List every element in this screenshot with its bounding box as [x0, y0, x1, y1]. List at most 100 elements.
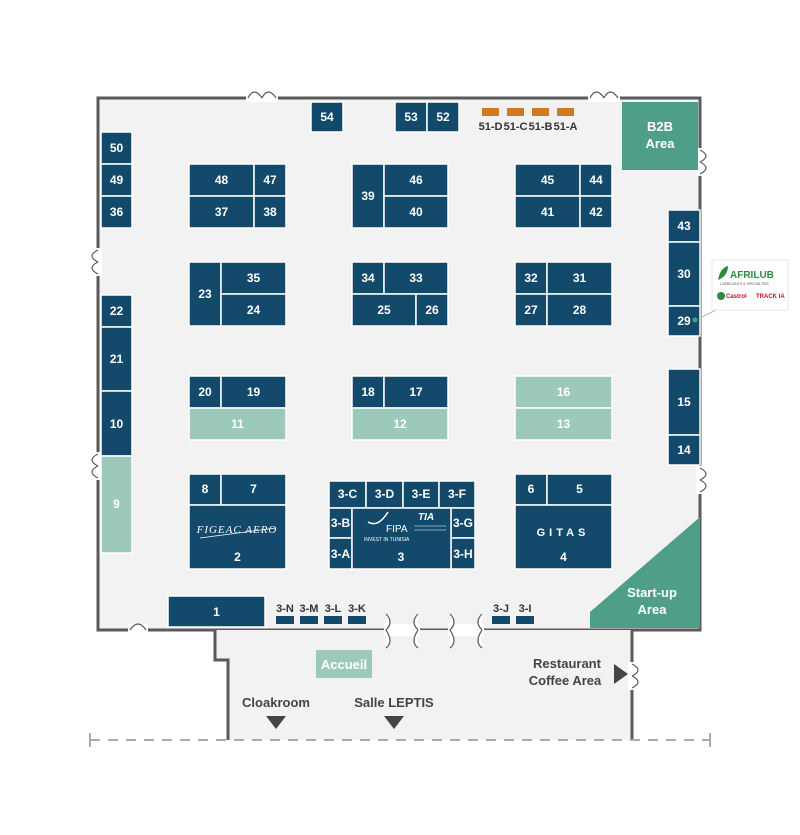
booth-25[interactable] [351, 293, 417, 327]
door-left-upper [91, 248, 102, 276]
booth-51-C[interactable] [507, 108, 524, 116]
booth-14[interactable] [667, 434, 701, 466]
booth-38[interactable] [253, 195, 287, 229]
label-15: 15 [677, 395, 691, 409]
label-23: 23 [198, 287, 212, 301]
booth-3-C[interactable] [328, 480, 367, 509]
booth-3-K[interactable] [348, 616, 366, 624]
booth-3-M[interactable] [300, 616, 318, 624]
door-top-left [246, 91, 278, 102]
cloakroom-arrow-icon [266, 716, 286, 729]
booth-3-J[interactable] [492, 616, 510, 624]
booth-3-N[interactable] [276, 616, 294, 624]
booth-22[interactable] [100, 294, 133, 328]
booth-21[interactable] [100, 326, 133, 392]
booth-47[interactable] [253, 163, 287, 197]
label-27: 27 [524, 303, 538, 317]
label-51-C: 51-C [504, 121, 528, 133]
booth-51-B[interactable] [532, 108, 549, 116]
booth-24[interactable] [220, 293, 287, 327]
booth-43[interactable] [667, 209, 701, 243]
booth-51-A[interactable] [557, 108, 574, 116]
label-3-K: 3-K [348, 603, 366, 615]
entrance-door-2 [448, 613, 484, 649]
booth-11[interactable] [188, 407, 287, 441]
label-43: 43 [677, 219, 691, 233]
booth-3-H[interactable] [450, 537, 476, 570]
salle-leptis-label: Salle LEPTIS [354, 695, 434, 710]
booth-3-D[interactable] [365, 480, 404, 509]
booth-53[interactable] [394, 101, 428, 133]
label-35: 35 [247, 271, 261, 285]
label-28: 28 [573, 303, 587, 317]
booth-50[interactable] [100, 131, 133, 165]
booth-42[interactable] [579, 195, 613, 229]
booth-54[interactable] [310, 101, 344, 133]
b2b-label-1: B2B [647, 119, 673, 134]
booth-51-D[interactable] [482, 108, 499, 116]
label-3-B: 3-B [331, 516, 351, 530]
fipa-logo: FIPA INVEST IN TUNISIA [364, 511, 410, 543]
booth-32[interactable] [514, 261, 548, 295]
booth-40[interactable] [383, 195, 449, 229]
label-3-G: 3-G [453, 516, 473, 530]
accueil-desk[interactable] [316, 650, 372, 678]
label-14: 14 [677, 443, 691, 457]
label-36: 36 [110, 205, 124, 219]
booth-15[interactable] [667, 368, 701, 436]
label-33: 33 [409, 271, 423, 285]
booth-3-L[interactable] [324, 616, 342, 624]
booth-52[interactable] [426, 101, 460, 133]
label-50: 50 [110, 141, 124, 155]
booth-41[interactable] [514, 195, 581, 229]
b2b-area[interactable] [622, 102, 698, 170]
label-3-M: 3-M [300, 603, 319, 615]
label-7: 7 [250, 482, 257, 496]
booth-28[interactable] [546, 293, 613, 327]
booth-31[interactable] [546, 261, 613, 295]
label-17: 17 [409, 385, 423, 399]
label-3-H: 3-H [453, 547, 472, 561]
label-45: 45 [541, 173, 555, 187]
booth-45[interactable] [514, 163, 581, 197]
svg-text:Castrol: Castrol [726, 294, 747, 300]
booth-17[interactable] [383, 375, 449, 409]
label-29: 29 [677, 314, 691, 328]
booth-6[interactable] [514, 473, 548, 506]
label-47: 47 [263, 173, 277, 187]
startup-label-2: Area [638, 602, 668, 617]
booth-9[interactable] [100, 455, 133, 554]
booth-4[interactable] [514, 504, 613, 570]
startup-area[interactable] [590, 517, 700, 628]
label-32: 32 [524, 271, 538, 285]
booth-46[interactable] [383, 163, 449, 197]
booth-16[interactable] [514, 375, 613, 409]
label-21: 21 [110, 352, 124, 366]
label-24: 24 [247, 303, 261, 317]
label-41: 41 [541, 205, 555, 219]
booth-7[interactable] [220, 473, 287, 506]
booth-5[interactable] [546, 473, 613, 506]
booth-12[interactable] [351, 407, 449, 441]
label-51-D: 51-D [479, 121, 503, 133]
door-bottom-left [128, 623, 148, 634]
booth-13[interactable] [514, 407, 613, 441]
label-13: 13 [557, 417, 571, 431]
booth-30[interactable] [667, 241, 701, 307]
svg-text:GITAS: GITAS [537, 527, 590, 539]
booth-36[interactable] [100, 195, 133, 229]
booth-49[interactable] [100, 163, 133, 197]
booth-3-I[interactable] [516, 616, 534, 624]
booth-26[interactable] [415, 293, 449, 327]
booth-3-F[interactable] [438, 480, 476, 509]
booth-3[interactable] [351, 507, 452, 570]
restaurant-label-1: Restaurant [533, 656, 602, 671]
booth-48[interactable] [188, 163, 255, 197]
label-19: 19 [247, 385, 261, 399]
label-38: 38 [263, 205, 277, 219]
booth-1[interactable] [167, 595, 266, 628]
booth-39[interactable] [351, 163, 385, 229]
booth-19[interactable] [220, 375, 287, 409]
booth-10[interactable] [100, 390, 133, 457]
